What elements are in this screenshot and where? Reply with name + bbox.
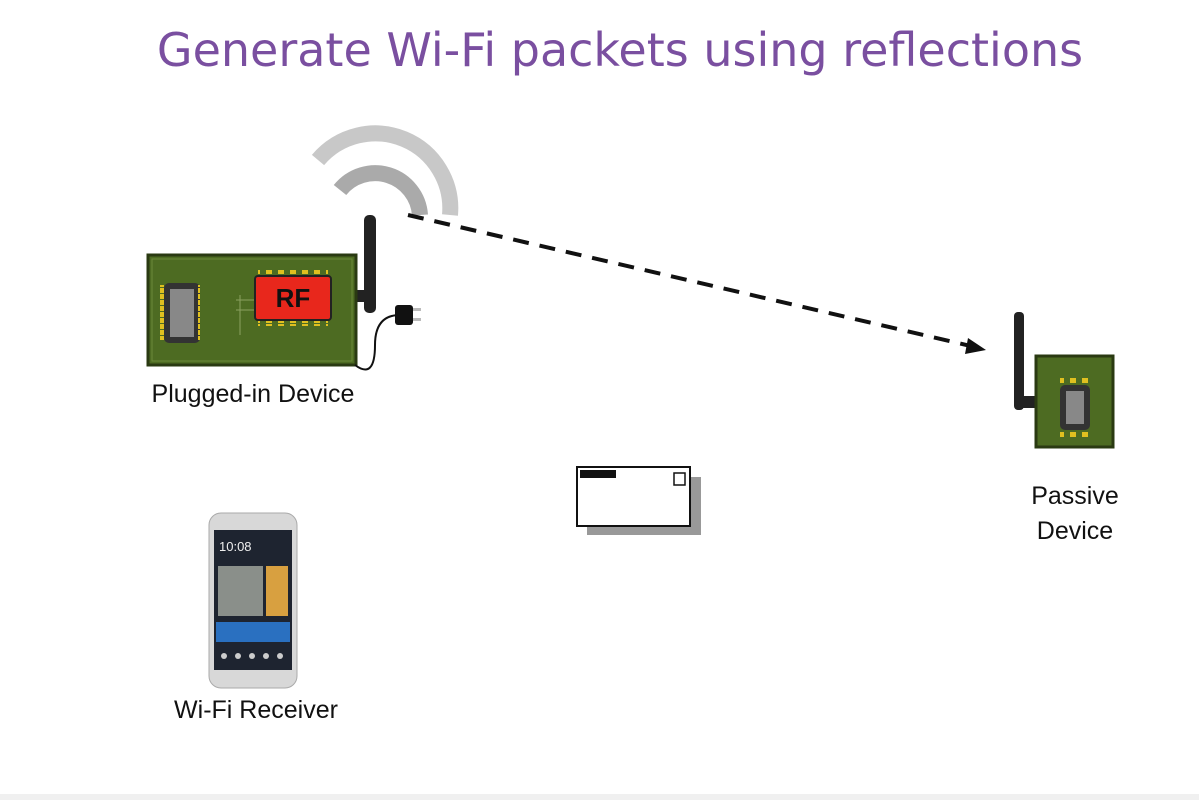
reflection-path-arrow <box>407 213 986 354</box>
phone-clock: 10:08 <box>219 539 252 554</box>
wifi-receiver-label: Wi-Fi Receiver <box>174 696 338 724</box>
power-cord <box>354 314 410 371</box>
passive-device-label-line2: Device <box>1037 517 1113 545</box>
plugged-in-device: RF <box>146 215 421 371</box>
antenna-icon <box>364 215 376 313</box>
wifi-receiver-phone: 10:08 <box>208 512 298 689</box>
slide-title: Generate Wi-Fi packets using reflections <box>157 23 1083 77</box>
antenna-icon <box>1014 312 1024 410</box>
plug-icon <box>395 305 413 325</box>
passive-device-label-line1: Passive <box>1031 482 1119 510</box>
wifi-packet-envelope-icon <box>576 466 701 535</box>
plugged-device-label: Plugged-in Device <box>152 380 355 408</box>
bottom-border <box>0 794 1199 800</box>
wifi-signal-icon <box>311 125 459 216</box>
passive-device <box>1014 312 1115 449</box>
rf-chip-label: RF <box>276 283 311 313</box>
